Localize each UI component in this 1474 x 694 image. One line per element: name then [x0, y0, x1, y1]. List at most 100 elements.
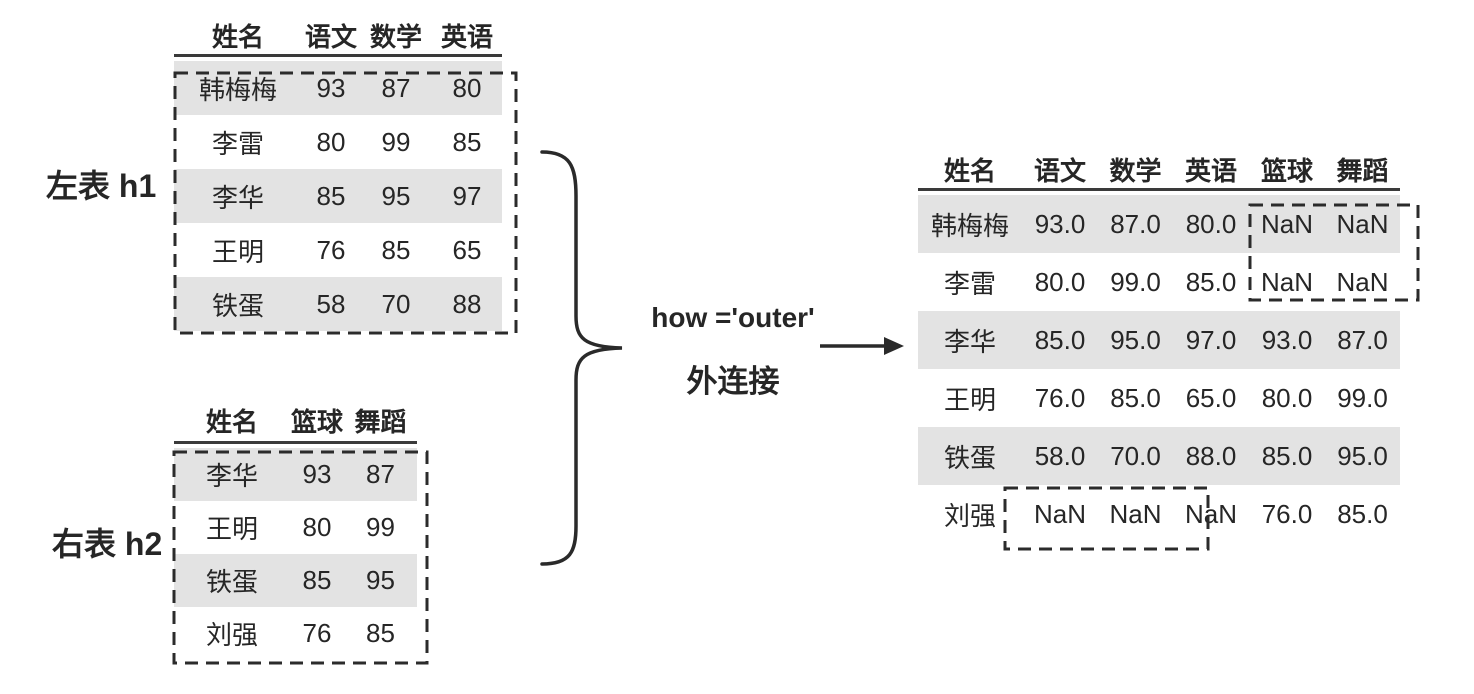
table-cell: 王明 — [211, 236, 264, 267]
table-cell: 铁蛋 — [943, 442, 996, 473]
table-cell: 95 — [381, 180, 411, 211]
table-row: 铁蛋 58.0 70.0 88.0 85.0 95.0 — [918, 427, 1400, 485]
table-cell: NaN — [1336, 266, 1389, 297]
table-cell: 刘强 — [943, 500, 996, 531]
table-cell: 85 — [316, 180, 346, 211]
table-cell: 97.0 — [1185, 324, 1237, 355]
table-cell: NaN — [1336, 208, 1389, 239]
table-cell: 65 — [452, 234, 482, 265]
table-cell: 李雷 — [211, 128, 264, 159]
table-header-row: 姓名 篮球舞蹈 — [174, 400, 417, 444]
table-cell: 76 — [302, 618, 332, 648]
table-cell: 99 — [366, 512, 395, 542]
table-cell: 姓名 — [943, 155, 996, 186]
table-cell: 87.0 — [1337, 324, 1388, 355]
table-cell: 舞蹈 — [354, 407, 407, 437]
table-cell: 76.0 — [1034, 382, 1086, 413]
table-cell: 58 — [316, 288, 346, 319]
table-cell: 80.0 — [1261, 382, 1313, 413]
table-cell: 85.0 — [1337, 498, 1388, 529]
table-cell: 95.0 — [1337, 440, 1388, 471]
table-cell: 姓名 — [211, 21, 264, 52]
table-row: 李华 85 95 97 — [174, 169, 502, 223]
table-cell: 70 — [381, 288, 411, 319]
table-cell: 数学 — [369, 21, 422, 52]
table-cell: 70.0 — [1110, 440, 1161, 471]
table-row: 王明 76 85 65 — [174, 223, 502, 277]
outer-join-chinese-label: 外连接 — [686, 364, 780, 399]
table-row: 王明 80 99 — [174, 501, 417, 554]
right-arrow-icon — [820, 337, 904, 355]
table-cell: 王明 — [943, 384, 996, 415]
table-cell: 87.0 — [1110, 208, 1161, 239]
table-cell: 65.0 — [1185, 382, 1237, 413]
table-cell: 85 — [452, 126, 482, 157]
table-cell: 93 — [302, 459, 332, 489]
table-cell: 76 — [316, 234, 346, 265]
table-cell: 篮球 — [290, 407, 343, 437]
table-cell: 93.0 — [1034, 208, 1086, 239]
table-cell: 85 — [381, 234, 411, 265]
table-cell: 99.0 — [1337, 382, 1388, 413]
table-cell: 87 — [366, 459, 395, 489]
table-cell: 姓名 — [205, 407, 258, 437]
table-header-row: 姓名语文数学英语篮球舞蹈 — [918, 150, 1400, 191]
table-cell: 58.0 — [1034, 440, 1086, 471]
table-cell: NaN — [1260, 266, 1313, 297]
table-cell: 李华 — [943, 326, 996, 357]
table-cell: 99 — [381, 126, 411, 157]
table-cell: 80.0 — [1034, 266, 1086, 297]
table-cell: 88.0 — [1185, 440, 1237, 471]
table-row: 李雷 80.0 99.0 85.0 NaN NaN — [918, 253, 1400, 311]
table-cell: 85.0 — [1110, 382, 1161, 413]
table-cell: 韩梅梅 — [930, 210, 1009, 241]
table-cell: 93.0 — [1261, 324, 1313, 355]
merge-how-parameter: how ='outer' — [651, 302, 815, 333]
table-cell: 李雷 — [943, 268, 996, 299]
table-row: 刘强 76 85 — [174, 607, 417, 660]
table-cell: 99.0 — [1110, 266, 1161, 297]
table-header-row: 姓名语文数学英语 — [174, 16, 502, 57]
right-table-label: 右表 h2 — [52, 526, 163, 562]
table-row: 李华 93 87 — [174, 448, 417, 501]
table-cell: NaN — [1109, 498, 1162, 529]
table-cell: 铁蛋 — [211, 290, 264, 321]
table-cell: 王明 — [205, 514, 258, 544]
table-cell: 李华 — [205, 461, 258, 491]
table-cell: 李华 — [211, 182, 264, 213]
table-cell: NaN — [1033, 498, 1086, 529]
table-cell: 英语 — [1184, 155, 1237, 186]
table-cell: 80 — [452, 72, 482, 103]
table-cell: 刘强 — [205, 620, 258, 650]
table-cell: 85 — [366, 618, 395, 648]
table-cell: 数学 — [1109, 155, 1162, 186]
table-cell: 85.0 — [1185, 266, 1237, 297]
table-row: 王明 76.0 85.0 65.0 80.0 99.0 — [918, 369, 1400, 427]
table-cell: 97 — [452, 180, 482, 211]
table-cell: 语文 — [304, 21, 357, 52]
left-table-label: 左表 h1 — [46, 168, 157, 204]
table-cell: 85 — [302, 565, 332, 595]
table-cell: 80 — [302, 512, 332, 542]
table-cell: NaN — [1184, 498, 1237, 529]
table-cell: 80.0 — [1185, 208, 1237, 239]
table-cell: 语文 — [1033, 155, 1086, 186]
table-cell: 韩梅梅 — [198, 74, 277, 105]
table-cell: 85.0 — [1261, 440, 1313, 471]
table-cell: 87 — [381, 72, 411, 103]
curly-brace-icon — [540, 150, 623, 566]
table-cell: 铁蛋 — [205, 567, 258, 597]
